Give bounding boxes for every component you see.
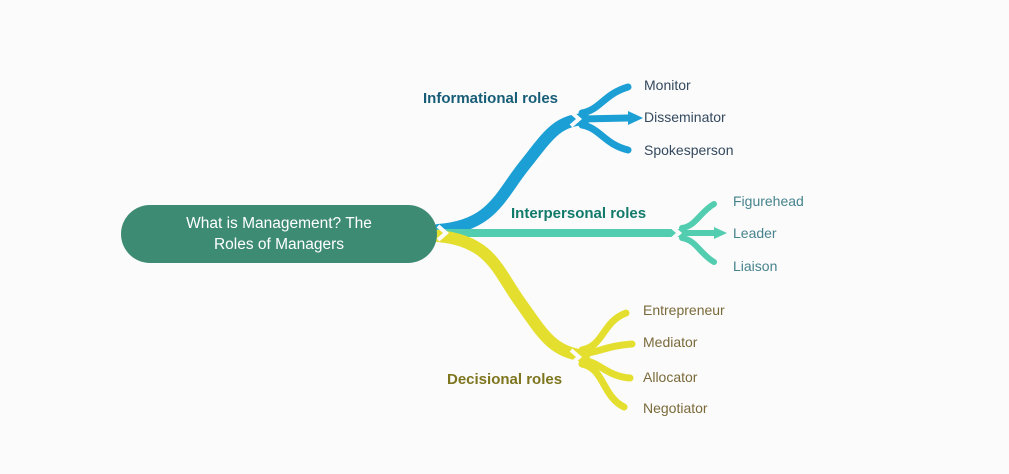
subtopic-entrepreneur[interactable]: Entrepreneur: [643, 302, 725, 318]
informational-arrow-notch-icon: [569, 110, 583, 128]
subtopic-allocator[interactable]: Allocator: [643, 369, 698, 385]
subtopic-spokesperson[interactable]: Spokesperson: [644, 142, 734, 158]
informational-subbranch-disseminator: [578, 114, 632, 123]
decisional-arrow-notch-icon: [569, 348, 583, 366]
subtopic-monitor[interactable]: Monitor: [644, 77, 691, 93]
subtopic-liaison[interactable]: Liaison: [733, 258, 778, 274]
branch-topic-decisional[interactable]: Decisional roles: [447, 371, 563, 388]
branch-topic-interpersonal[interactable]: Interpersonal roles: [511, 205, 647, 222]
root-arrow-notch-icon: [436, 224, 450, 242]
subtopic-figurehead[interactable]: Figurehead: [733, 193, 804, 209]
informational-subbranch-monitor: [578, 83, 632, 117]
subtopic-negotiator[interactable]: Negotiator: [643, 400, 708, 416]
root-topic[interactable]: What is Management? The Roles of Manager…: [121, 205, 437, 263]
decisional-subbranch-mediator: [578, 340, 636, 358]
interpersonal-arrow-notch-icon: [669, 224, 683, 242]
decisional-subbranch-negotiator: [578, 360, 628, 411]
interpersonal-subbranch-arrow-tip: [714, 227, 727, 239]
branch-topic-informational[interactable]: Informational roles: [423, 90, 559, 107]
subtopic-mediator[interactable]: Mediator: [643, 334, 698, 350]
decisional-subbranch-allocator: [578, 356, 634, 382]
root-topic-label: What is Management? The Roles of Manager…: [186, 215, 372, 253]
subtopic-leader[interactable]: Leader: [733, 225, 777, 241]
informational-subbranch-arrow-tip: [628, 111, 643, 125]
interpersonal-subbranch-figurehead: [679, 201, 717, 231]
decisional-subbranch-entrepreneur: [578, 309, 630, 354]
informational-subbranch-spokesperson: [578, 121, 632, 154]
subtopic-disseminator[interactable]: Disseminator: [644, 109, 726, 125]
decisional-branch-line: [432, 230, 590, 362]
interpersonal-subbranch-liaison: [679, 235, 717, 265]
informational-branch-line: [432, 113, 590, 236]
